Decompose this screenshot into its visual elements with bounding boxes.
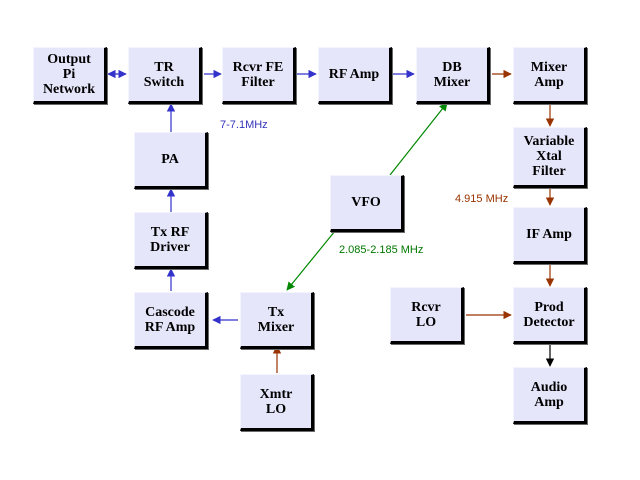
vfo-range-label: 2.085-2.185 MHz [339, 244, 424, 256]
arrow-vfo-tx-mixer [286, 230, 336, 291]
rf-band-label: 7-7.1MHz [220, 119, 268, 131]
tx-mixer-block: Tx Mixer [240, 292, 314, 349]
rcvr-fe-filter-block: Rcvr FE Filter [222, 47, 296, 104]
if-frequency-label: 4.915 MHz [455, 193, 509, 205]
cascode-rf-amp-block: Cascode RF Amp [134, 292, 208, 349]
tr-switch-block: TR Switch [128, 47, 202, 104]
pa-block: PA [134, 132, 208, 189]
db-mixer-block: DB Mixer [416, 47, 490, 104]
output-pi-network-block: Output Pi Network [33, 47, 107, 104]
mixer-amp-block: Mixer Amp [513, 47, 587, 104]
rf-amp-block: RF Amp [318, 47, 392, 104]
rcvr-lo-block: Rcvr LO [390, 287, 464, 344]
if-amp-block: IF Amp [513, 207, 587, 264]
vfo-block: VFO [330, 175, 404, 232]
tx-rf-driver-block: Tx RF Driver [134, 212, 208, 269]
audio-amp-block: Audio Amp [513, 367, 587, 424]
variable-xtal-filter-block: Variable Xtal Filter [513, 127, 587, 188]
xmtr-lo-block: Xmtr LO [240, 374, 314, 431]
arrow-vfo-db-mixer [389, 102, 448, 176]
prod-detector-block: Prod Detector [513, 287, 587, 344]
